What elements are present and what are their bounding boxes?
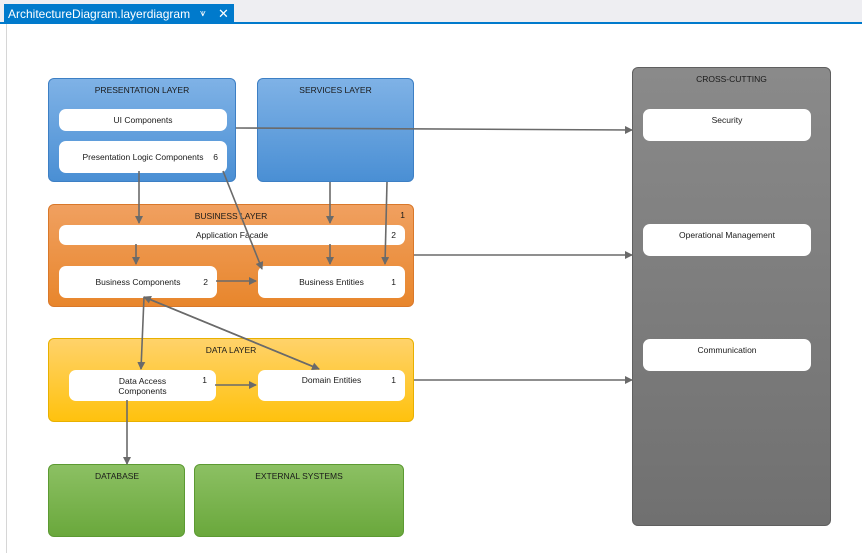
communication-label: Communication [697, 345, 757, 355]
external-systems-layer[interactable]: EXTERNAL SYSTEMS [194, 464, 404, 537]
services-layer-title: SERVICES LAYER [299, 85, 372, 95]
business-layer-count: 1 [400, 210, 405, 220]
close-icon[interactable]: ✕ [218, 6, 229, 21]
data-access-box[interactable]: Data Access Components 1 [69, 370, 216, 401]
application-facade-box[interactable]: Application Facade 2 [59, 225, 405, 245]
presentation-logic-count: 6 [213, 152, 218, 162]
data-access-label: Data Access Components [118, 375, 167, 396]
security-label: Security [711, 115, 743, 125]
data-layer[interactable]: DATA LAYER Data Access Components 1 Doma… [48, 338, 414, 422]
data-access-count: 1 [202, 375, 207, 385]
business-entities-count: 1 [391, 277, 396, 287]
business-components-count: 2 [203, 277, 208, 287]
business-components-box[interactable]: Business Components 2 [59, 266, 217, 298]
security-box[interactable]: Security [643, 109, 811, 141]
business-components-label: Business Components [95, 277, 181, 287]
communication-box[interactable]: Communication [643, 339, 811, 371]
business-entities-box[interactable]: Business Entities 1 [258, 266, 405, 298]
domain-entities-label: Domain Entities [301, 375, 362, 385]
database-layer[interactable]: DATABASE [48, 464, 185, 537]
domain-entities-box[interactable]: Domain Entities 1 [258, 370, 405, 401]
presentation-logic-label: Presentation Logic Components [82, 152, 204, 162]
crosscutting-layer-title: CROSS-CUTTING [696, 74, 767, 84]
tab-underline [0, 22, 862, 24]
application-facade-label: Application Facade [195, 230, 269, 240]
presentation-layer[interactable]: PRESENTATION LAYER UI Components Present… [48, 78, 236, 182]
tab-title: ArchitectureDiagram.layerdiagram [8, 7, 191, 21]
domain-entities-count: 1 [391, 375, 396, 385]
presentation-logic-box[interactable]: Presentation Logic Components 6 [59, 141, 227, 173]
business-layer-title: BUSINESS LAYER [194, 211, 268, 221]
business-layer[interactable]: BUSINESS LAYER 1 Application Facade 2 Bu… [48, 204, 414, 307]
data-layer-title: DATA LAYER [205, 345, 257, 355]
external-systems-layer-title: EXTERNAL SYSTEMS [255, 471, 343, 481]
diagram-canvas: PRESENTATION LAYER UI Components Present… [6, 24, 862, 553]
ui-components-box[interactable]: UI Components [59, 109, 227, 131]
document-tab[interactable]: ArchitectureDiagram.layerdiagram ⩛ ✕ [4, 4, 234, 24]
operational-management-box[interactable]: Operational Management [643, 224, 811, 256]
database-layer-title: DATABASE [95, 471, 140, 481]
pin-icon[interactable]: ⩛ [200, 8, 206, 19]
ui-components-label: UI Components [113, 115, 173, 125]
presentation-layer-title: PRESENTATION LAYER [94, 85, 190, 95]
business-entities-label: Business Entities [299, 277, 364, 287]
document-tab-bar: ArchitectureDiagram.layerdiagram ⩛ ✕ [0, 0, 862, 24]
operational-management-label: Operational Management [679, 230, 775, 240]
application-facade-count: 2 [391, 230, 396, 240]
services-layer[interactable]: SERVICES LAYER [257, 78, 414, 182]
crosscutting-layer[interactable]: CROSS-CUTTING Security Operational Manag… [632, 67, 831, 526]
